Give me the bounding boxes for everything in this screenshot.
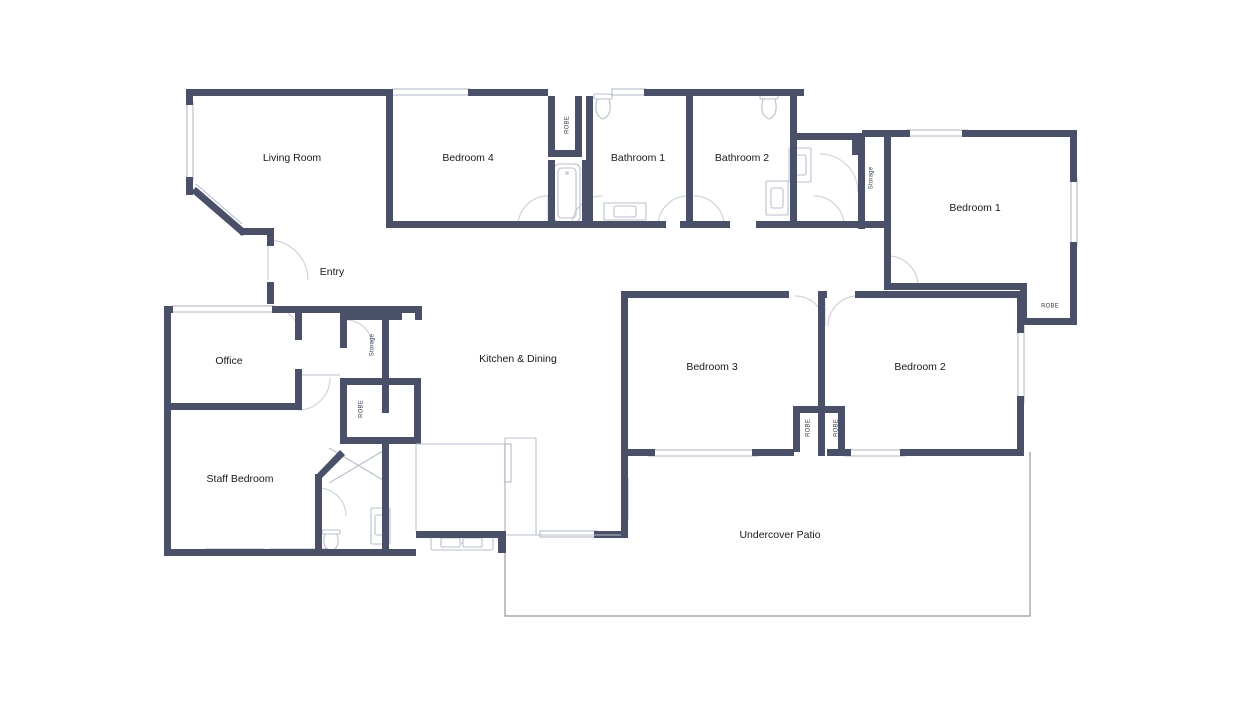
room-label-entry: Entry bbox=[320, 266, 345, 278]
closet-label-robe-bedroom3: ROBE bbox=[806, 419, 812, 437]
toilet-bathroom-2-icon bbox=[759, 93, 779, 120]
toilet-ensuite-icon bbox=[321, 529, 341, 552]
kitchen-island-icon bbox=[504, 437, 537, 536]
room-label-undercover-patio: Undercover Patio bbox=[739, 529, 820, 541]
room-label-kitchen-dining: Kitchen & Dining bbox=[479, 353, 557, 365]
room-label-staff-bedroom: Staff Bedroom bbox=[207, 473, 274, 485]
room-label-bedroom-2: Bedroom 2 bbox=[894, 361, 946, 373]
closet-labels: ROBE Storage ROBE Storage ROBE ROBE ROBE bbox=[359, 116, 1059, 437]
bathtub-bathroom-1-icon bbox=[553, 163, 581, 223]
closet-label-robe-bedroom4: ROBE bbox=[565, 116, 571, 134]
vanity-bathroom-1-icon bbox=[603, 202, 647, 221]
room-label-bedroom-4: Bedroom 4 bbox=[442, 152, 494, 164]
room-label-bathroom-1: Bathroom 1 bbox=[611, 152, 665, 164]
dryer-laundry-icon bbox=[765, 180, 789, 216]
room-label-bathroom-2: Bathroom 2 bbox=[715, 152, 769, 164]
closet-label-robe-bedroom2: ROBE bbox=[834, 419, 840, 437]
closet-label-robe-bedroom1: ROBE bbox=[1041, 304, 1059, 310]
closet-label-storage-hall: Storage bbox=[370, 333, 376, 356]
room-label-living-room: Living Room bbox=[263, 152, 322, 164]
toilet-bathroom-1-icon bbox=[593, 93, 613, 120]
room-labels: Living Room Bedroom 4 Bathroom 1 Bathroo… bbox=[207, 152, 1001, 541]
walls bbox=[164, 89, 1077, 556]
closet-label-robe-hall: ROBE bbox=[359, 400, 365, 418]
thin-guides bbox=[302, 374, 621, 536]
room-label-bedroom-1: Bedroom 1 bbox=[949, 202, 1001, 214]
room-label-bedroom-3: Bedroom 3 bbox=[686, 361, 738, 373]
closet-label-storage-laundry: Storage bbox=[869, 166, 875, 189]
room-label-office: Office bbox=[215, 355, 242, 367]
